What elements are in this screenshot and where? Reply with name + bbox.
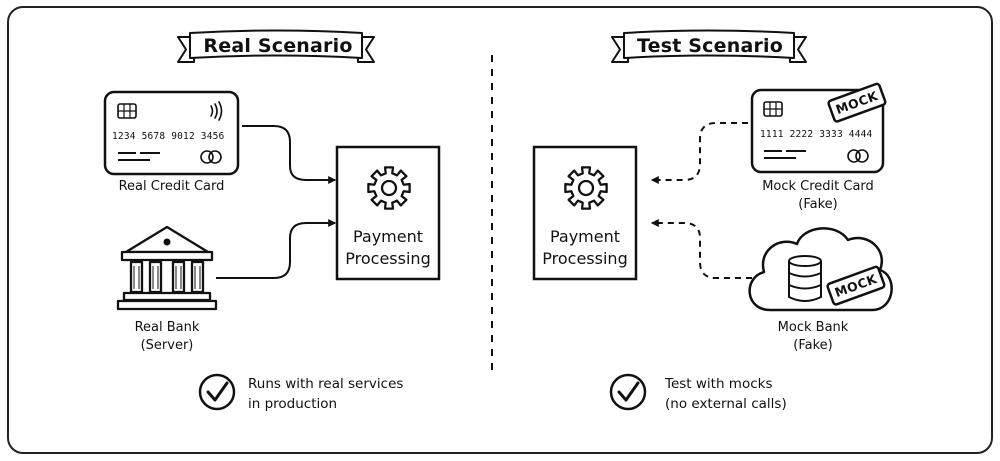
check-circle-icon — [609, 373, 647, 411]
contactless-icon — [210, 101, 223, 121]
database-icon — [788, 255, 822, 302]
credit-card-icon — [103, 90, 240, 176]
gear-hub — [380, 179, 398, 197]
test-scenario-title: Test Scenario — [636, 35, 784, 57]
real-scenario-title: Real Scenario — [203, 35, 353, 57]
real-bank-label-line2: (Server) — [140, 338, 194, 353]
bank-icon — [116, 225, 218, 311]
real-processing-line1: Payment — [352, 227, 424, 246]
real-note-line1: Runs with real services — [248, 376, 404, 392]
test-note-line2: (no external calls) — [665, 396, 787, 412]
real-bank-label-line1: Real Bank — [134, 320, 200, 335]
mock-bank-label-line1: Mock Bank — [777, 320, 849, 335]
real-card-number: 1234 5678 9012 3456 — [112, 131, 225, 142]
card-to-processing-arrow — [242, 125, 337, 184]
real-scenario-banner — [177, 29, 375, 63]
mock-card-to-processing-arrow — [650, 122, 748, 184]
test-processing-line1: Payment — [549, 227, 621, 246]
check-circle-icon — [198, 373, 236, 411]
test-processing-line2: Processing — [542, 249, 628, 268]
real-processing-line2: Processing — [345, 249, 431, 268]
mock-bank-label-line2: (Fake) — [793, 338, 833, 353]
mock-bank-to-processing-arrow — [650, 219, 752, 279]
bank-to-processing-arrow — [216, 219, 337, 279]
mock-credit-card-label-line1: Mock Credit Card — [762, 179, 874, 194]
gear-hub — [577, 179, 595, 197]
gear-icon — [564, 166, 608, 210]
test-note-line1: Test with mocks — [665, 376, 773, 392]
mock-credit-card-label-line2: (Fake) — [798, 197, 838, 212]
mock-stamp-icon — [826, 265, 886, 306]
real-note-line2: in production — [248, 396, 338, 412]
test-scenario-banner — [611, 29, 807, 63]
gear-icon — [367, 166, 411, 210]
mock-card-number: 1111 2222 3333 4444 — [760, 129, 873, 140]
real-credit-card-label: Real Credit Card — [118, 179, 225, 194]
mock-stamp-icon — [827, 82, 887, 123]
